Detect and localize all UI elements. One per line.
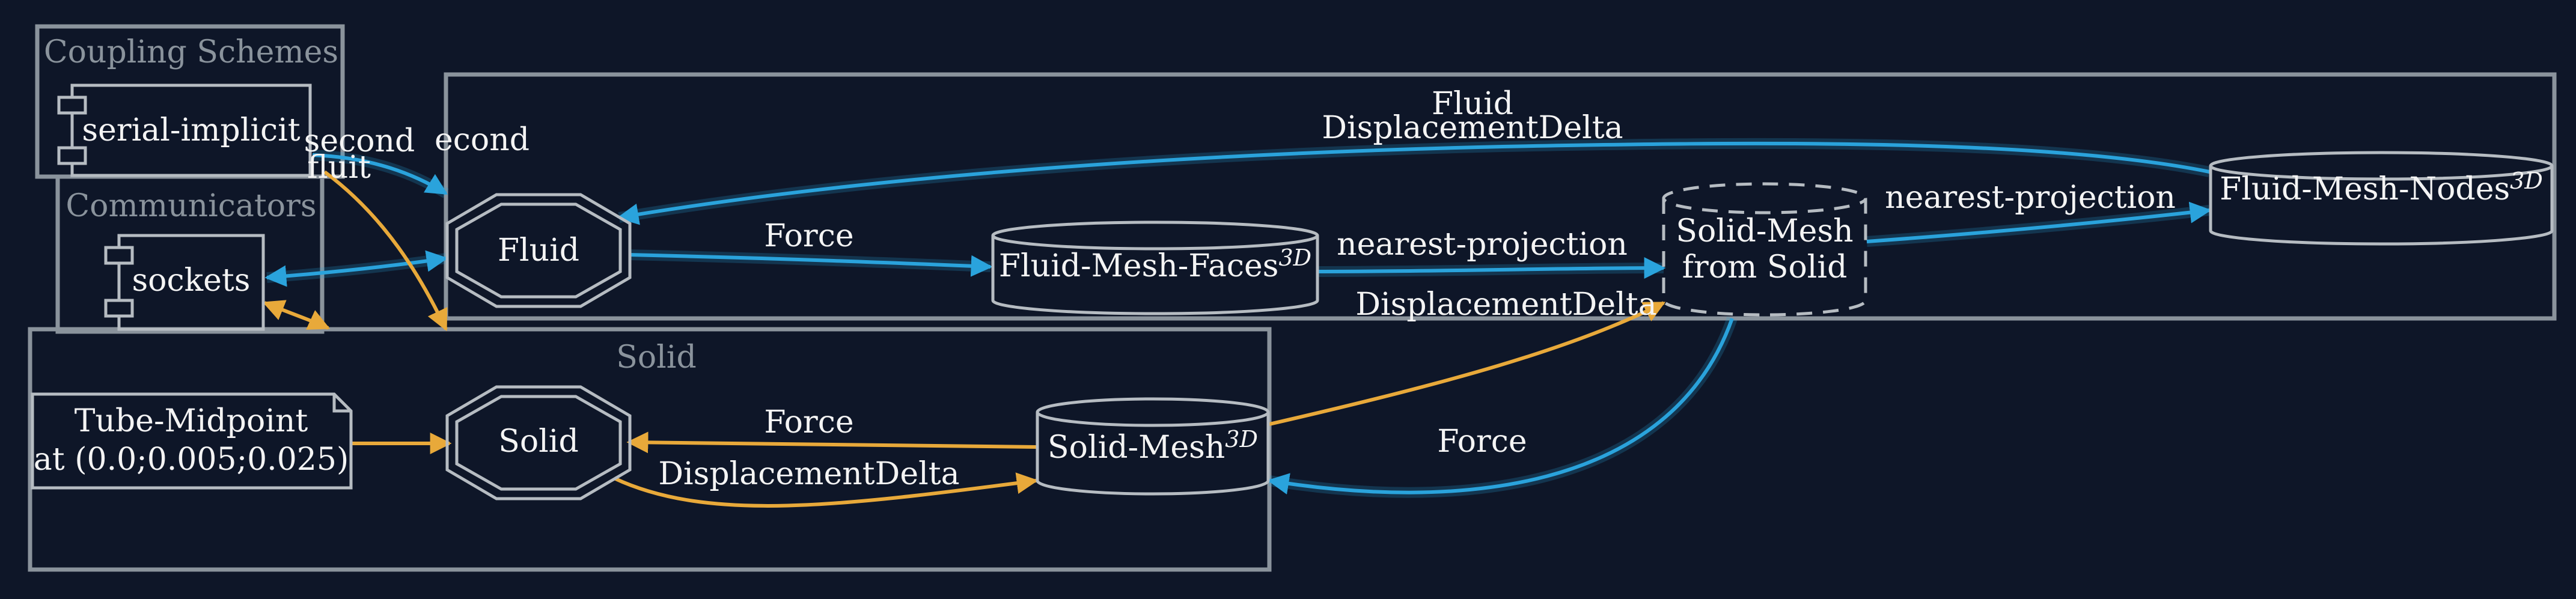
edge-label-displacement-delta-mid: DisplacementDelta: [1355, 287, 1656, 323]
node-tube-midpoint-label-2: at (0.0;0.005;0.025): [34, 442, 349, 478]
edge-label-fluit: fluit: [307, 150, 371, 186]
node-solid-participant[interactable]: Solid: [445, 385, 632, 500]
node-solid-participant-label: Solid: [498, 424, 578, 460]
node-fluid-mesh-nodes[interactable]: Fluid-Mesh-Nodes3D: [2209, 151, 2554, 246]
node-tube-midpoint[interactable]: Tube-Midpoint at (0.0;0.005;0.025): [31, 392, 353, 490]
edge-label-solid-displacement-delta: DisplacementDelta: [658, 456, 959, 492]
edge-displacement-delta-mid: [1269, 301, 1666, 426]
cluster-communicators-label: Communicators: [66, 188, 316, 224]
edge-label-second: second: [304, 123, 415, 159]
cluster-solid-label: Solid: [616, 339, 696, 376]
node-fluid-mesh-faces-label: Fluid-Mesh-Faces3D: [999, 245, 1311, 284]
edge-label-solid-force: Force: [764, 404, 853, 440]
cluster-fluid-label: Fluid: [1432, 86, 1513, 122]
edge-label-fluid-nearest-projection: nearest-projection: [1337, 227, 1628, 263]
edge-sockets-solid: [262, 300, 331, 330]
node-solid-mesh-from-solid[interactable]: Solid-Mesh from Solid: [1662, 182, 1867, 317]
edge-fluid-force: [628, 249, 993, 277]
node-fluid-mesh-nodes-label: Fluid-Mesh-Nodes3D: [2220, 168, 2543, 207]
edge-solid-force: [626, 431, 1037, 454]
node-fluid-participant[interactable]: Fluid: [445, 193, 632, 308]
node-solid-mesh[interactable]: Solid-Mesh3D: [1036, 397, 1270, 496]
edge-sockets-fluid: [264, 250, 448, 287]
node-fluid-participant-label: Fluid: [498, 233, 579, 269]
cluster-fluid: Fluid: [444, 72, 2557, 321]
edge-label-econd: econd: [435, 122, 530, 158]
node-serial-implicit-label: serial-implicit: [82, 112, 300, 148]
cluster-coupling-schemes-label: Coupling Schemes: [44, 34, 338, 70]
edge-label-fluid-force: Force: [764, 218, 853, 254]
edge-force-back: [1267, 317, 1738, 498]
edge-label-fluid-nodes-nearest-projection: nearest-projection: [1885, 180, 2176, 216]
edge-coupling-solid: [323, 170, 448, 332]
edge-fluid-nearest-projection: [1317, 257, 1666, 279]
node-serial-implicit[interactable]: serial-implicit: [57, 84, 312, 177]
edge-fluid-nodes-nearest-projection: [1866, 201, 2212, 247]
node-tube-midpoint-label-1: Tube-Midpoint: [75, 403, 308, 439]
node-solid-mesh-label: Solid-Mesh3D: [1048, 426, 1258, 466]
node-solid-mesh-from-solid-label-2: from Solid: [1682, 249, 1848, 285]
node-sockets-label: sockets: [132, 263, 251, 299]
node-solid-mesh-from-solid-label-1: Solid-Mesh: [1676, 213, 1853, 249]
edge-solid-displacement-delta: [613, 472, 1039, 508]
edge-coupling-fluid: [312, 150, 449, 198]
edge-displacement-delta-top: [617, 138, 2211, 225]
node-sockets[interactable]: sockets: [104, 234, 265, 331]
edge-label-force-back: Force: [1437, 424, 1527, 460]
edge-label-displacement-delta-top: DisplacementDelta: [1322, 110, 1623, 146]
node-fluid-mesh-faces[interactable]: Fluid-Mesh-Faces3D: [991, 220, 1319, 315]
